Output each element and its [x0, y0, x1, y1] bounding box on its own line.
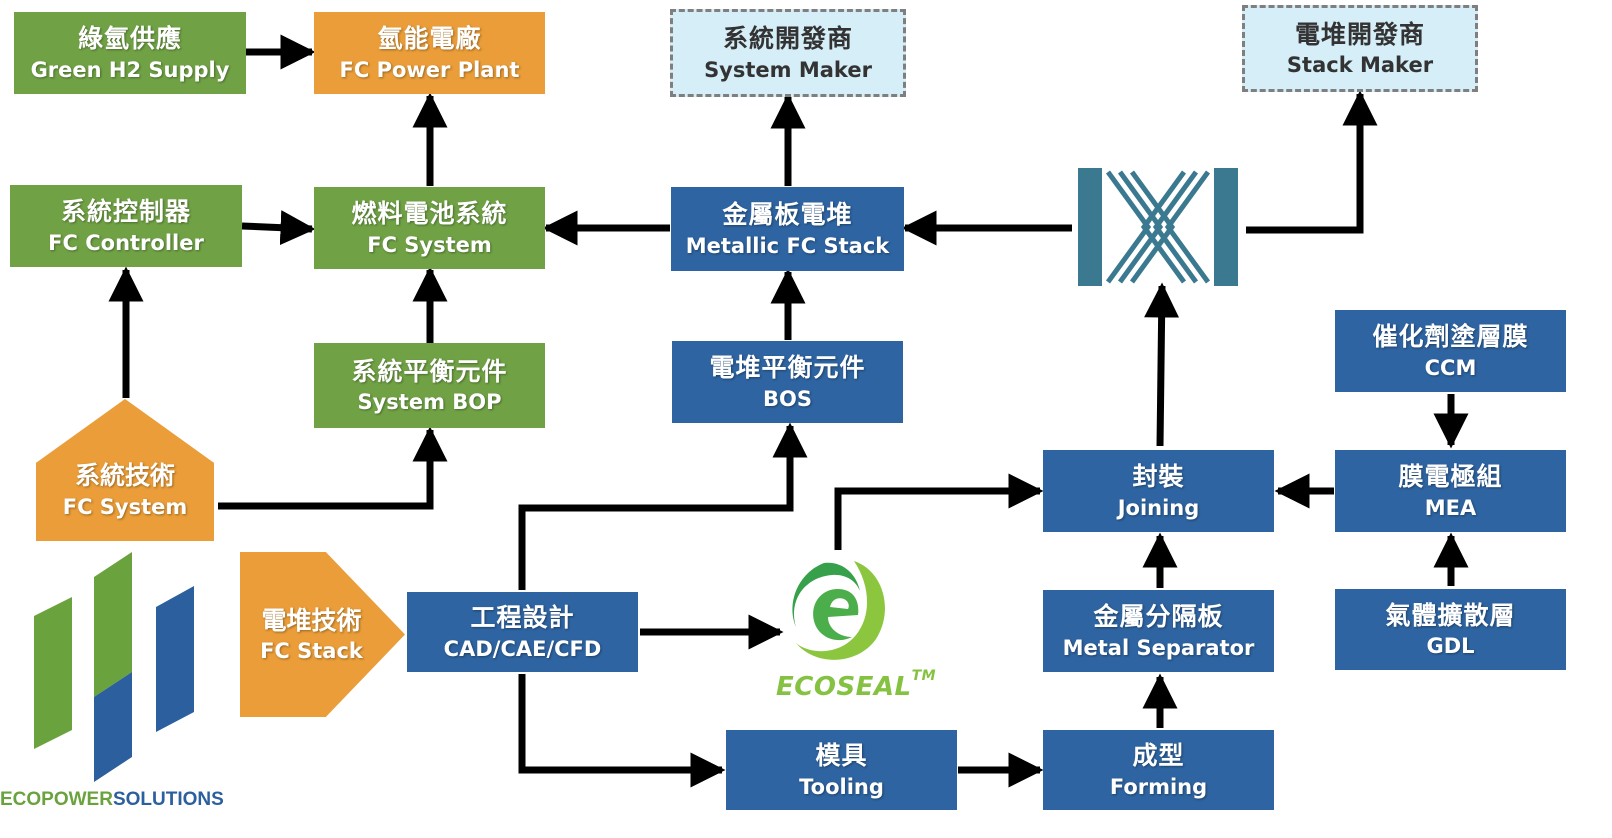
arrow-joiner-to-stackmaker: [1246, 90, 1378, 234]
node-system-maker: 系統開發商 System Maker: [670, 9, 906, 97]
node-metallic-fc-stack: 金屬板電堆 Metallic FC Stack: [671, 187, 904, 271]
node-bos: 電堆平衡元件 BOS: [672, 341, 903, 423]
node-label-en: FC System: [367, 232, 492, 257]
node-label-zh: 氣體擴散層: [1385, 600, 1516, 630]
arrow-controller-to-system: [241, 210, 316, 246]
node-label-en: FC Power Plant: [339, 57, 520, 82]
joiner-x-logo-icon: [1078, 168, 1238, 286]
node-stack-maker: 電堆開發商 Stack Maker: [1242, 5, 1478, 92]
ecopower-h-logo-icon: [34, 552, 194, 782]
node-label-en: Tooling: [799, 774, 884, 799]
node-fc-controller: 系統控制器 FC Controller: [10, 185, 242, 267]
node-system-bop: 系統平衡元件 System BOP: [314, 343, 545, 428]
node-label-zh: 工程設計: [470, 603, 575, 633]
node-mea: 膜電極組 MEA: [1335, 450, 1566, 532]
arrow-joining-to-joiner: [1144, 282, 1180, 447]
node-label-zh: 電堆技術: [261, 605, 362, 635]
node-label-en: System BOP: [357, 390, 502, 414]
node-label-zh: 綠氫供應: [77, 24, 182, 54]
node-label-zh: 系統控制器: [60, 197, 191, 227]
node-metal-separator: 金屬分隔板 Metal Separator: [1043, 590, 1274, 672]
node-label-zh: 封裝: [1132, 462, 1185, 492]
node-fc-system: 燃料電池系統 FC System: [314, 187, 545, 269]
node-label-zh: 系統開發商: [722, 24, 853, 54]
node-label-en: GDL: [1426, 634, 1475, 658]
node-ccm: 催化劑塗層膜 CCM: [1335, 310, 1566, 392]
node-label-en: Joining: [1117, 495, 1200, 520]
arrow-systech-to-bop: [218, 426, 448, 510]
node-label-en: System Maker: [704, 57, 872, 82]
node-forming: 成型 Forming: [1043, 730, 1274, 810]
node-label-zh: 金屬分隔板: [1093, 602, 1224, 632]
node-joining: 封裝 Joining: [1043, 450, 1274, 532]
node-label-zh: 成型: [1132, 741, 1185, 771]
node-label-zh: 金屬板電堆: [722, 200, 853, 230]
node-fc-power-plant: 氫能電廠 FC Power Plant: [314, 12, 545, 94]
node-gdl: 氣體擴散層 GDL: [1335, 589, 1566, 670]
ecoseal-wordmark: ECOSEALTM: [776, 668, 936, 702]
arrow-cad-to-tooling: [518, 674, 726, 788]
ecoseal-logo-icon: [792, 561, 885, 660]
node-label-en: Forming: [1109, 774, 1208, 799]
node-label-zh: 系統技術: [74, 461, 175, 491]
node-label-en: CAD/CAE/CFD: [443, 636, 602, 661]
node-label-zh: 模具: [815, 741, 868, 771]
node-cad-cae-cfd: 工程設計 CAD/CAE/CFD: [407, 592, 638, 672]
company-name-part2: SOLUTIONS: [112, 789, 224, 810]
arrow-cad-to-bos: [518, 422, 808, 590]
node-label-en: FC System: [62, 494, 188, 519]
node-label-zh: 氫能電廠: [377, 24, 482, 54]
node-label-zh: 燃料電池系統: [351, 199, 508, 229]
node-label-en: MEA: [1424, 495, 1477, 520]
company-name: ECOPOWERSOLUTIONS: [0, 789, 240, 811]
node-label-en: Metallic FC Stack: [685, 233, 890, 258]
node-label-en: FC Controller: [48, 230, 204, 255]
node-label-zh: 電堆平衡元件: [709, 353, 866, 383]
node-label-zh: 電堆開發商: [1294, 19, 1425, 49]
node-label-zh: 系統平衡元件: [351, 356, 508, 386]
node-label-en: BOS: [763, 386, 812, 411]
node-label-zh: 膜電極組: [1398, 462, 1503, 492]
node-label-en: FC Stack: [260, 639, 363, 663]
node-label-en: CCM: [1424, 355, 1477, 380]
node-label-en: Metal Separator: [1062, 635, 1255, 660]
node-green-h2-supply: 綠氫供應 Green H2 Supply: [14, 12, 246, 94]
ecoseal-trademark: TM: [911, 668, 937, 684]
arrow-ecoseal-to-joining: [834, 473, 1044, 550]
node-label-en: Green H2 Supply: [30, 57, 230, 82]
node-label-zh: 催化劑塗層膜: [1372, 322, 1529, 352]
company-name-part1: ECOPOWER: [0, 789, 113, 810]
node-tooling: 模具 Tooling: [726, 730, 957, 810]
ecoseal-name: ECOSEAL: [776, 672, 912, 702]
node-label-en: Stack Maker: [1286, 53, 1434, 77]
